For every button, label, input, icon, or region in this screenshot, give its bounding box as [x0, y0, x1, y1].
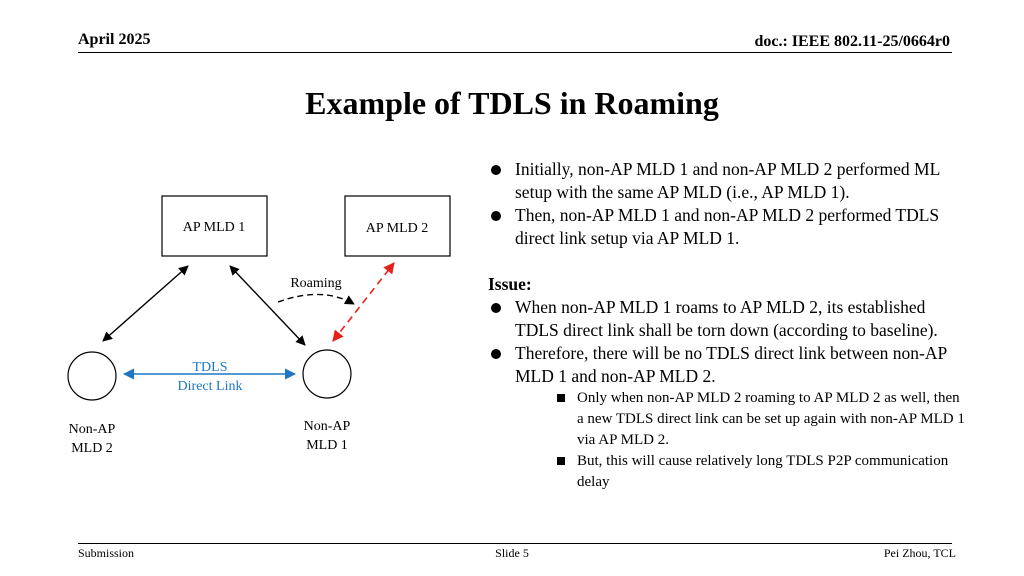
sub-bullet-text: But, this will cause relatively long TDL… [577, 453, 949, 490]
non-ap-mld-2-label-line1: Non-AP [69, 422, 116, 437]
bullet-dot [491, 349, 501, 359]
header-date: April 2025 [78, 31, 151, 48]
ap-mld-2-box [344, 195, 451, 257]
header-divider [78, 52, 952, 53]
ap-mld-1-label: AP MLD 1 [183, 220, 246, 235]
bullet-dot [491, 165, 501, 175]
sub-bullet-item: Only when non-AP MLD 2 roaming to AP MLD… [488, 388, 968, 451]
link-ap2-non-ap-mld-1 [332, 262, 395, 342]
sub-bullet-square [557, 457, 565, 465]
bullet-text: Therefore, there will be no TDLS direct … [515, 343, 947, 386]
non-ap-mld-2-label-line2: MLD 2 [71, 441, 113, 456]
ap-mld-2-label: AP MLD 2 [366, 221, 429, 236]
slide-title: Example of TDLS in Roaming [305, 85, 719, 121]
bullet-list: Initially, non-AP MLD 1 and non-AP MLD 2… [488, 158, 968, 493]
bullet-dot [491, 303, 501, 313]
link-ap1-non-ap-mld-2 [102, 265, 189, 342]
bullet-text: Then, non-AP MLD 1 and non-AP MLD 2 perf… [515, 205, 940, 248]
sub-bullet-item: But, this will cause relatively long TDL… [488, 451, 968, 493]
bullet-dot [491, 211, 501, 221]
bullet-item: Therefore, there will be no TDLS direct … [488, 342, 968, 388]
tdls-label-line2: Direct Link [178, 379, 243, 394]
roaming-arrow [277, 293, 355, 305]
footer-author: Pei Zhou, TCL [883, 546, 956, 560]
issue-heading: Issue: [488, 274, 532, 294]
non-ap-mld-1-label-line1: Non-AP [304, 419, 351, 434]
bullet-text: Initially, non-AP MLD 1 and non-AP MLD 2… [515, 159, 940, 202]
sub-bullet-text: Only when non-AP MLD 2 roaming to AP MLD… [577, 390, 965, 448]
tdls-roaming-diagram: AP MLD 1 AP MLD 2 Roaming TDLS Direct Li… [67, 195, 451, 456]
footer-submission: Submission [78, 546, 135, 560]
tdls-label-line1: TDLS [193, 360, 228, 375]
roaming-label: Roaming [290, 276, 341, 291]
bullet-text: When non-AP MLD 1 roams to AP MLD 2, its… [515, 297, 938, 340]
non-ap-mld-1-label-line2: MLD 1 [306, 438, 348, 453]
footer-divider [78, 543, 952, 544]
bullet-item: Initially, non-AP MLD 1 and non-AP MLD 2… [488, 158, 968, 204]
non-ap-mld-2-node [67, 351, 117, 401]
bullet-item: When non-AP MLD 1 roams to AP MLD 2, its… [488, 296, 968, 342]
ap-mld-1-box [161, 195, 268, 257]
link-ap1-non-ap-mld-1 [229, 265, 306, 346]
bullet-item: Then, non-AP MLD 1 and non-AP MLD 2 perf… [488, 204, 968, 250]
header-doc-id: doc.: IEEE 802.11-25/0664r0 [754, 33, 950, 50]
footer-slide-number: Slide 5 [495, 546, 529, 560]
sub-bullet-square [557, 394, 565, 402]
non-ap-mld-1-node [302, 349, 352, 399]
